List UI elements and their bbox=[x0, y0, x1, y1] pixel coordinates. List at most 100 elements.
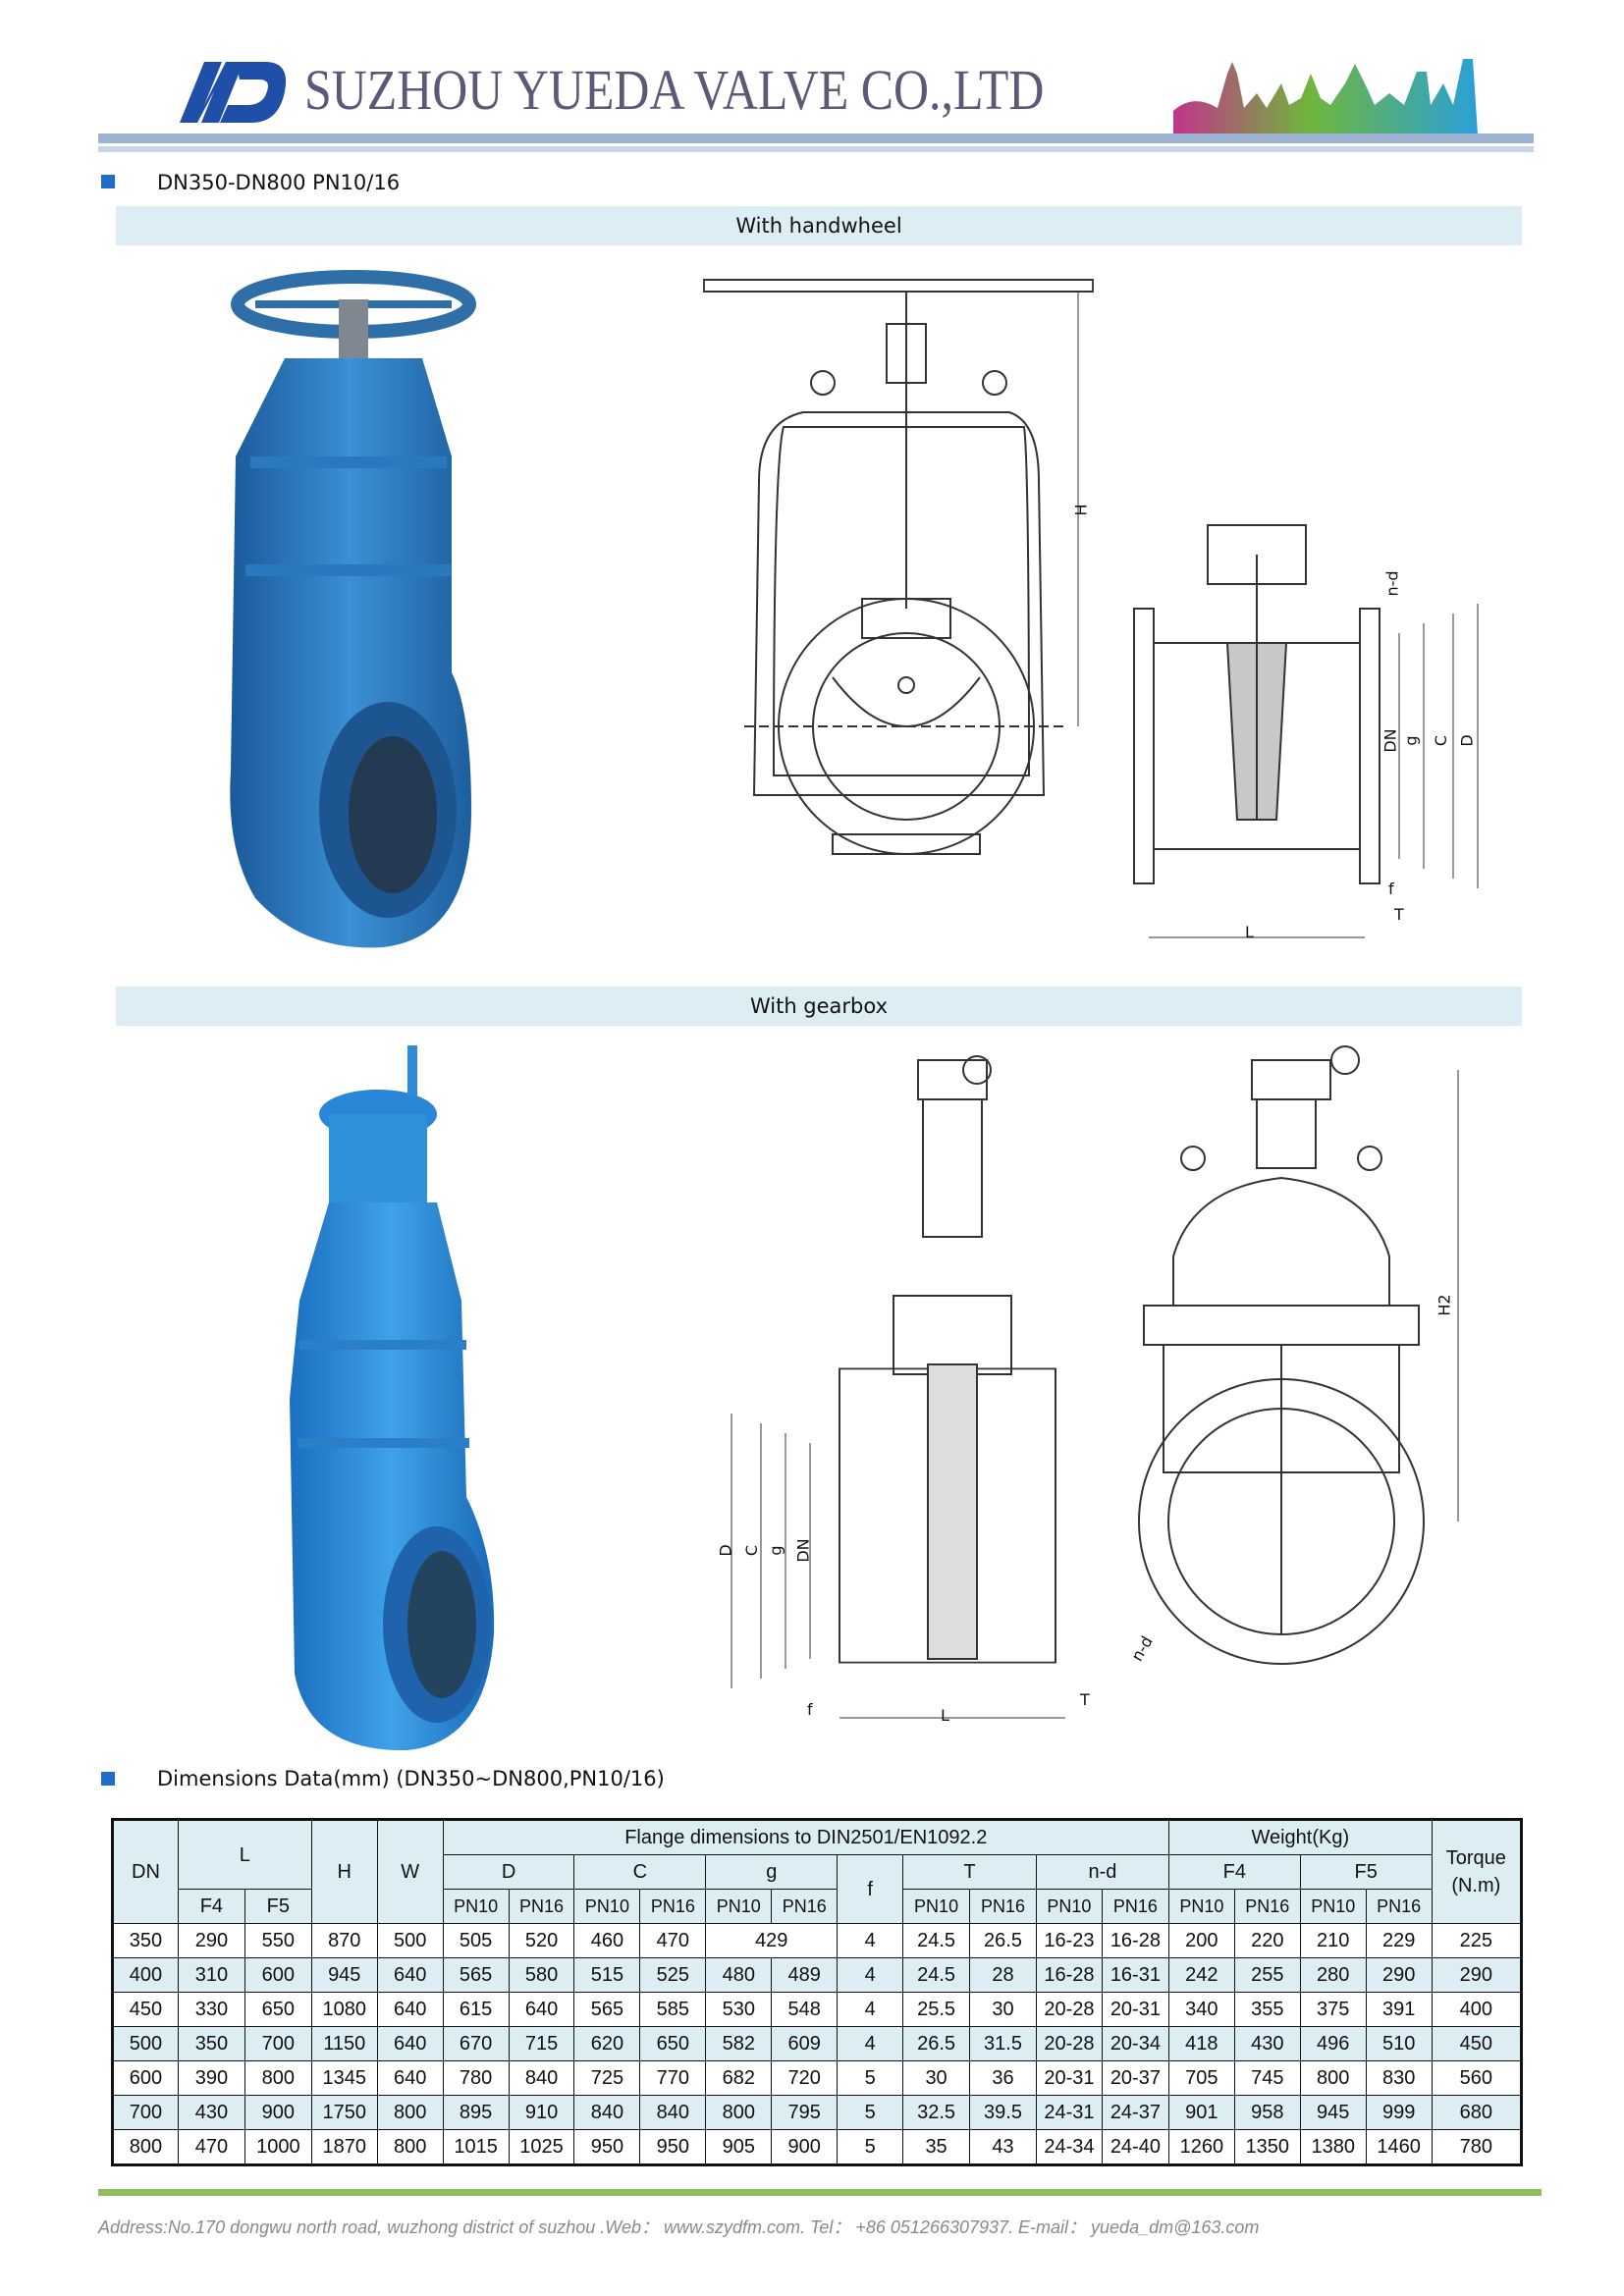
table-cell: 330 bbox=[177, 1992, 245, 2027]
table-cell: 600 bbox=[112, 2060, 179, 2096]
label-L-gear: L bbox=[941, 1706, 949, 1725]
table-cell: 682 bbox=[705, 2060, 773, 2096]
table-cell: 229 bbox=[1365, 1923, 1433, 1958]
table-cell: 582 bbox=[705, 2026, 773, 2061]
table-cell: 450 bbox=[1431, 2026, 1523, 2061]
drawing-gearbox-front bbox=[731, 1055, 1065, 1719]
table-cell: 255 bbox=[1233, 1957, 1301, 1993]
torque-unit: (N.m) bbox=[1451, 1875, 1501, 1896]
table-cell: 900 bbox=[244, 2095, 312, 2130]
table-cell: 840 bbox=[639, 2095, 707, 2130]
header-g: g bbox=[705, 1854, 839, 1890]
table-cell: 800 bbox=[705, 2095, 773, 2130]
header-torque: Torque(N.m) bbox=[1431, 1819, 1523, 1924]
table-cell: 1260 bbox=[1167, 2129, 1235, 2165]
table-cell: 16-28 bbox=[1101, 1923, 1169, 1958]
header-pn: PN10 bbox=[705, 1889, 773, 1924]
label-D-gear: D bbox=[716, 1544, 735, 1557]
header-dn: DN bbox=[112, 1819, 179, 1924]
table-cell: 20-28 bbox=[1035, 1992, 1103, 2027]
table-cell: 470 bbox=[177, 2129, 245, 2165]
table-cell: 30 bbox=[902, 2060, 971, 2096]
header-f: f bbox=[837, 1854, 904, 1924]
table-cell: 24-40 bbox=[1101, 2129, 1169, 2165]
table-cell: 24.5 bbox=[902, 1957, 971, 1993]
header-pn: PN16 bbox=[639, 1889, 707, 1924]
header-weight-f4: F4 bbox=[1167, 1854, 1301, 1890]
label-g: g bbox=[1401, 735, 1421, 746]
table-cell: 43 bbox=[969, 2129, 1037, 2165]
table-cell: 565 bbox=[442, 1957, 510, 1993]
header-pn: PN16 bbox=[771, 1889, 839, 1924]
table-cell: 220 bbox=[1233, 1923, 1301, 1958]
header-pn: PN10 bbox=[1167, 1889, 1235, 1924]
table-cell: 390 bbox=[177, 2060, 245, 2096]
table-cell: 5 bbox=[837, 2095, 904, 2130]
header-h: H bbox=[310, 1819, 378, 1924]
table-cell: 470 bbox=[639, 1923, 707, 1958]
drawing-gearbox-side bbox=[1138, 1045, 1459, 1665]
label-f: f bbox=[1388, 880, 1394, 898]
table-cell: 24.5 bbox=[902, 1923, 971, 1958]
table-cell: 375 bbox=[1299, 1992, 1367, 2027]
footer-address: Address:No.170 dongwu north road, wuzhon… bbox=[98, 2217, 1260, 2237]
label-f-gear: f bbox=[807, 1700, 813, 1719]
table-cell: 715 bbox=[508, 2026, 575, 2061]
table-cell: 615 bbox=[442, 1992, 510, 2027]
table-cell: 720 bbox=[771, 2060, 839, 2096]
label-T-gear: T bbox=[1080, 1690, 1090, 1709]
table-cell: 705 bbox=[1167, 2060, 1235, 2096]
table-cell: 745 bbox=[1233, 2060, 1301, 2096]
drawing-handwheel-side bbox=[1133, 524, 1479, 938]
table-cell: 780 bbox=[1431, 2129, 1523, 2165]
table-cell: 496 bbox=[1299, 2026, 1367, 2061]
header-d: D bbox=[442, 1854, 575, 1890]
table-cell: 20-37 bbox=[1101, 2060, 1169, 2096]
table-cell: 489 bbox=[771, 1957, 839, 1993]
table-cell: 280 bbox=[1299, 1957, 1367, 1993]
table-cell: 609 bbox=[771, 2026, 839, 2061]
table-cell: 1150 bbox=[310, 2026, 378, 2061]
city-skyline-logo bbox=[1173, 59, 1478, 134]
table-cell: 780 bbox=[442, 2060, 510, 2096]
table-cell: 945 bbox=[1299, 2095, 1367, 2130]
table-cell: 840 bbox=[508, 2060, 575, 2096]
footer-rule bbox=[98, 2189, 1542, 2196]
table-cell: 548 bbox=[771, 1992, 839, 2027]
table-cell: 510 bbox=[1365, 2026, 1433, 2061]
table-cell: 5 bbox=[837, 2129, 904, 2165]
table-header-row-2: D C g f T n-d F4 F5 bbox=[113, 1854, 1522, 1924]
table-cell: 1380 bbox=[1299, 2129, 1367, 2165]
table-cell: 800 bbox=[112, 2129, 179, 2165]
label-DN: DN bbox=[1380, 728, 1400, 753]
label-g-gear: g bbox=[766, 1545, 785, 1556]
table-cell: 290 bbox=[177, 1923, 245, 1958]
table-cell: 999 bbox=[1365, 2095, 1433, 2130]
table-cell: 460 bbox=[573, 1923, 641, 1958]
table-cell: 1350 bbox=[1233, 2129, 1301, 2165]
table-cell: 418 bbox=[1167, 2026, 1235, 2061]
table-cell: 840 bbox=[573, 2095, 641, 2130]
valve-gearbox-photo bbox=[290, 1045, 495, 1751]
bullet-icon bbox=[101, 1772, 115, 1786]
table-cell: 958 bbox=[1233, 2095, 1301, 2130]
header-pn: PN10 bbox=[1299, 1889, 1367, 1924]
table-cell: 520 bbox=[508, 1923, 575, 1958]
valve-handwheel-photo bbox=[230, 270, 476, 948]
table-cell: 505 bbox=[442, 1923, 510, 1958]
company-logo bbox=[180, 62, 287, 123]
header-weight: Weight(Kg) bbox=[1167, 1819, 1433, 1855]
header-l-f4: F4 bbox=[177, 1889, 245, 1924]
table-cell: 210 bbox=[1299, 1923, 1367, 1958]
header-pn: PN10 bbox=[442, 1889, 510, 1924]
label-H2: H2 bbox=[1435, 1294, 1454, 1316]
label-T: T bbox=[1394, 905, 1404, 924]
table-cell: 310 bbox=[177, 1957, 245, 1993]
table-cell: 32.5 bbox=[902, 2095, 971, 2130]
table-cell: 391 bbox=[1365, 1992, 1433, 2027]
